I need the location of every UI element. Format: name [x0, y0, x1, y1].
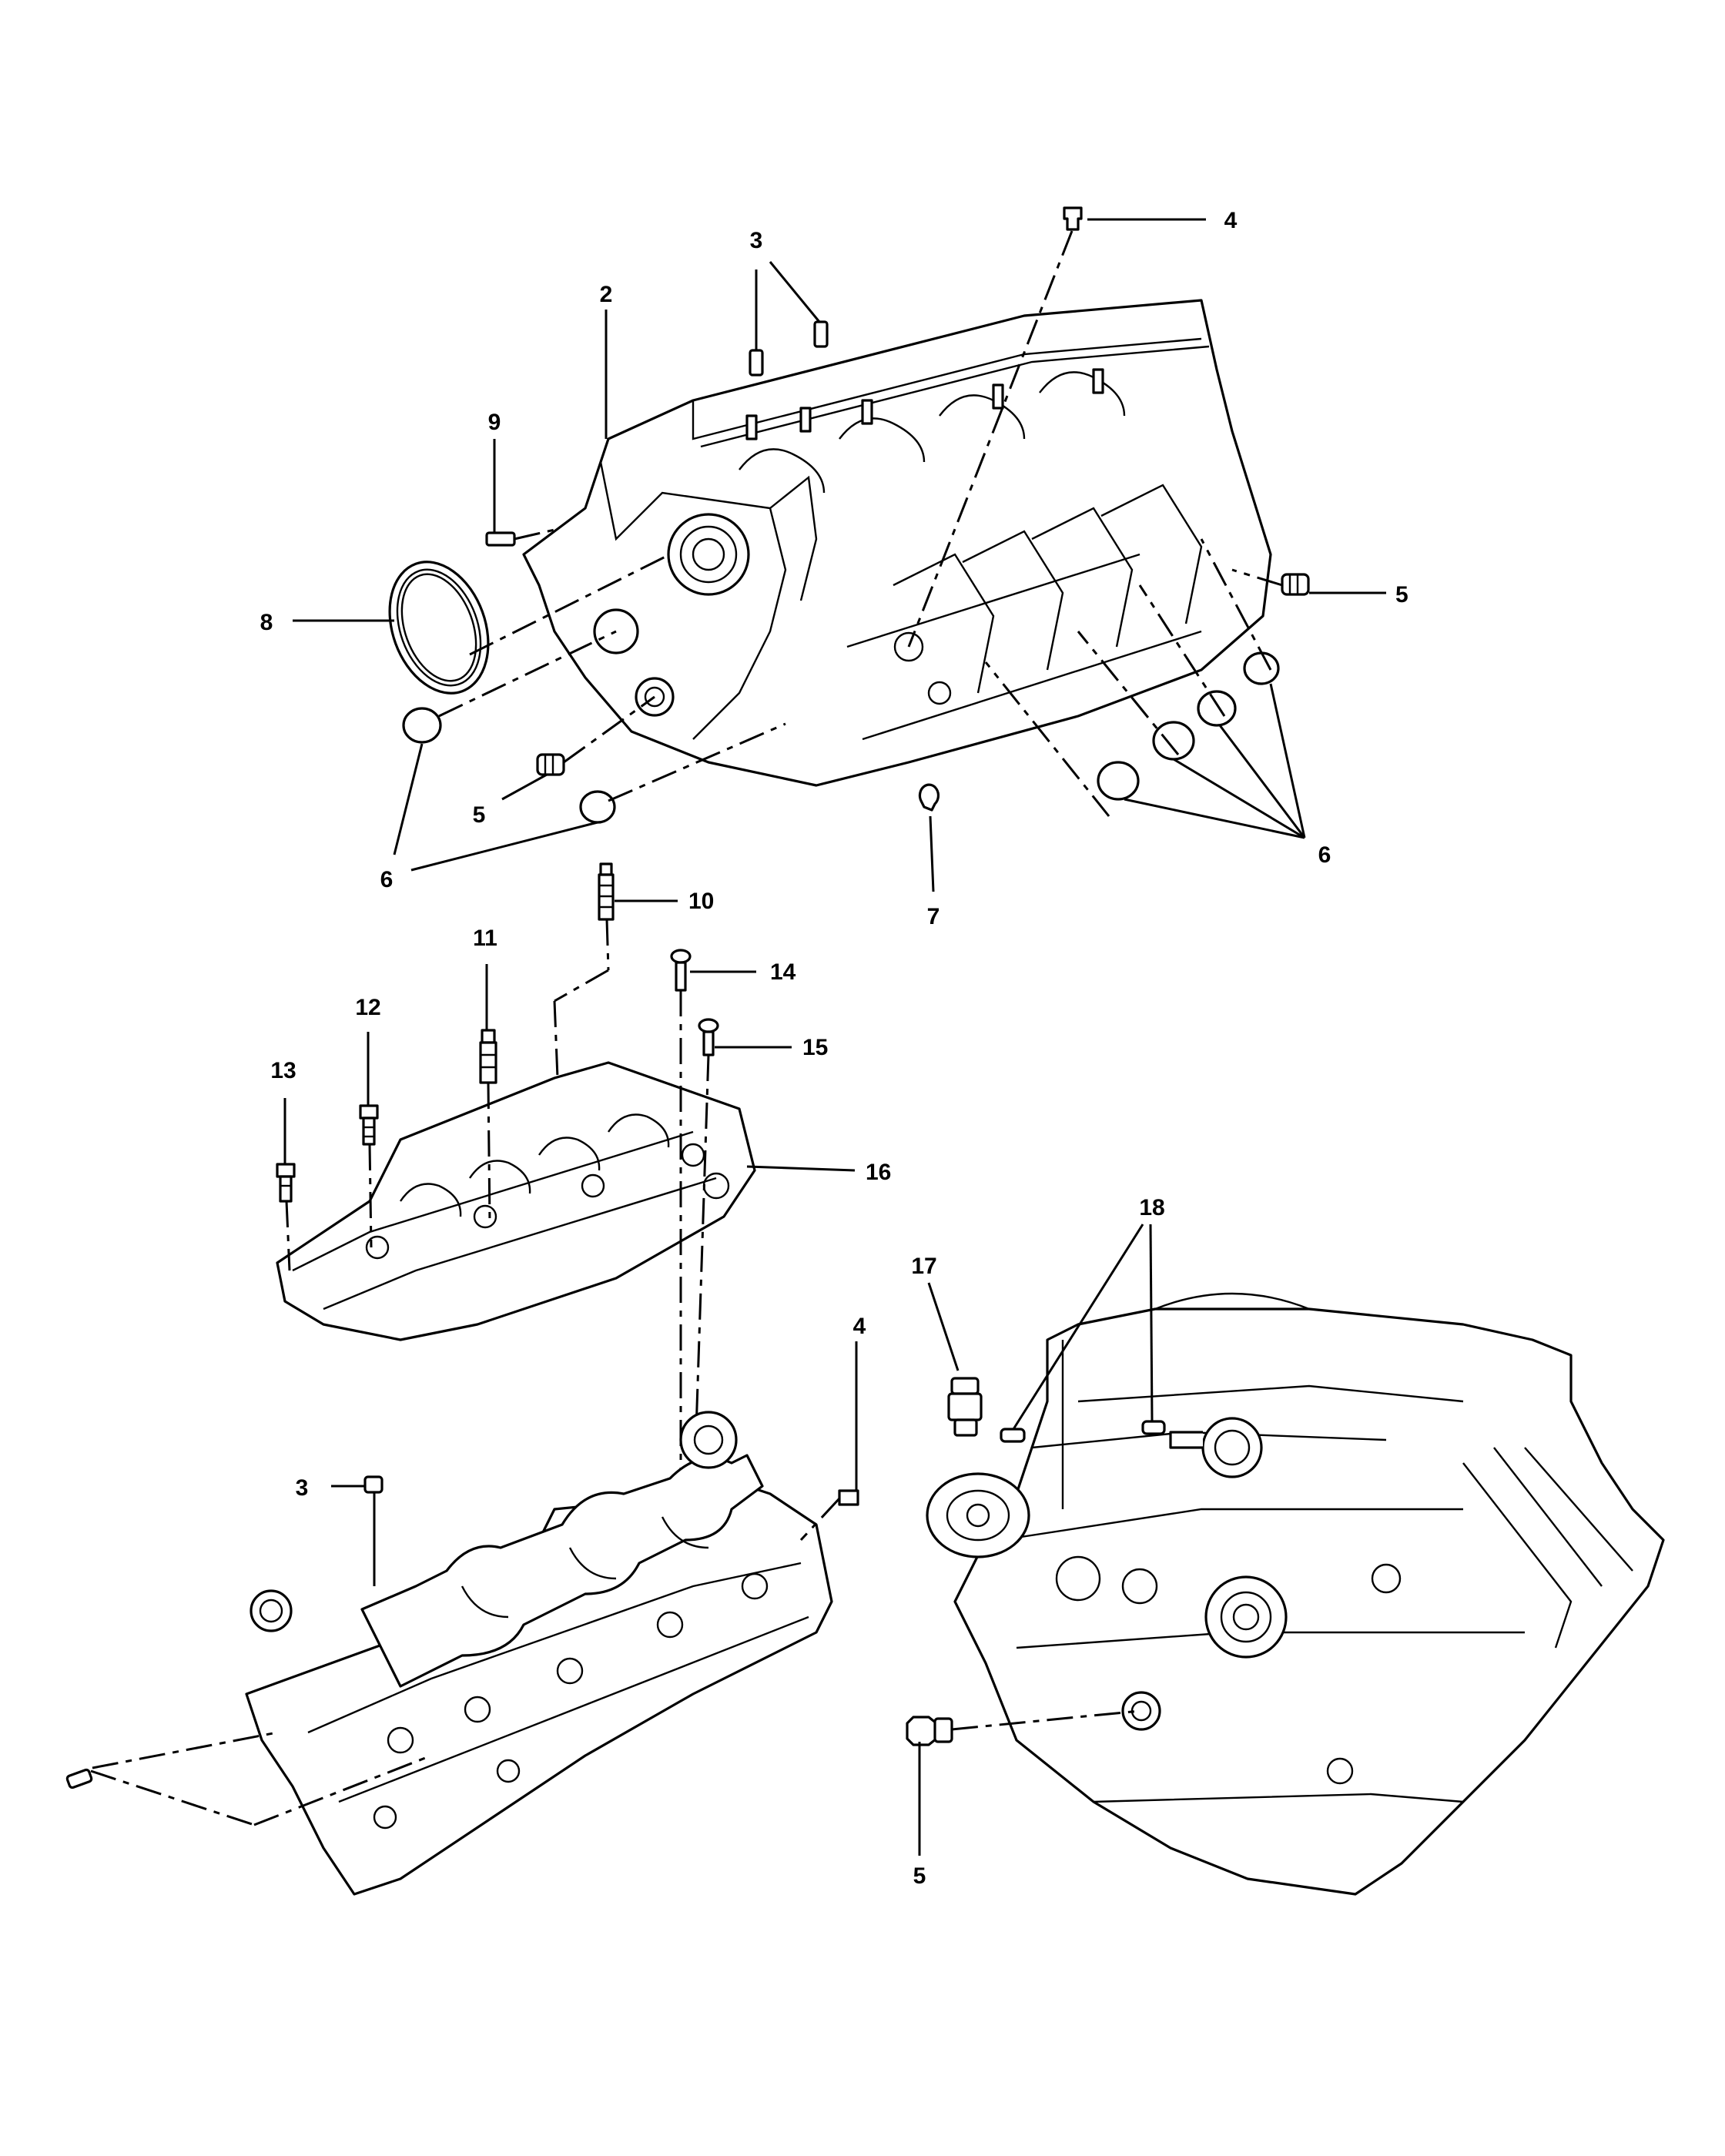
callout-18: 18 [1139, 1195, 1164, 1220]
callout-3-top: 3 [750, 228, 763, 253]
bolt-14 [670, 949, 692, 992]
callout-labels: 2 3 4 5 5 6 6 7 8 9 10 11 12 13 14 15 16… [260, 208, 1408, 1889]
cup-plug-6e [1197, 690, 1237, 727]
pipe-plug-5a [536, 753, 565, 776]
bolt-12 [359, 1104, 379, 1146]
callout-6-left: 6 [380, 867, 394, 892]
lower-block-crank [245, 1411, 833, 1896]
leader-lines-top [293, 218, 1386, 892]
callout-17: 17 [911, 1254, 936, 1279]
callout-2: 2 [600, 282, 613, 307]
callout-8: 8 [260, 610, 273, 635]
callout-16: 16 [866, 1160, 891, 1185]
pipe-plug-5-lower [906, 1716, 953, 1746]
block-rear-view [926, 1292, 1665, 1896]
loose-parts-top [388, 206, 1310, 824]
cup-plug-6d [1152, 721, 1195, 761]
callout-4-top: 4 [1224, 208, 1238, 233]
callout-5-lower: 5 [913, 1863, 926, 1889]
cup-plug-6b [579, 790, 616, 824]
callout-13: 13 [270, 1058, 296, 1083]
rear-main-seal-8 [388, 561, 490, 695]
pipe-plug-5b [1281, 573, 1310, 596]
callout-12: 12 [355, 995, 380, 1020]
dowel-3-lower [363, 1475, 384, 1494]
cup-plug-6f [1243, 651, 1280, 685]
dowel-18a [1000, 1428, 1026, 1443]
plug-4a [1063, 206, 1083, 231]
bedplate-assembly [276, 1061, 756, 1341]
callout-14: 14 [770, 959, 796, 985]
loose-parts-bottom-right [906, 1224, 1166, 1856]
cylinder-block-top [522, 299, 1272, 787]
dowel-pin-3b [813, 320, 829, 348]
bolt-15 [698, 1018, 719, 1056]
callout-5-left: 5 [473, 802, 486, 828]
callout-3-lower: 3 [296, 1475, 309, 1501]
cup-plug-6a [402, 707, 442, 744]
callout-7: 7 [927, 904, 940, 929]
callout-15: 15 [802, 1035, 828, 1060]
loose-parts-bottom-left [65, 1341, 859, 1826]
plug-4-lower [838, 1489, 859, 1506]
callout-9: 9 [488, 410, 501, 435]
callout-11: 11 [473, 926, 497, 951]
bolt-11 [479, 1029, 497, 1084]
callout-4-lower: 4 [853, 1314, 866, 1339]
pin-lower-left [65, 1768, 93, 1789]
callout-5-right: 5 [1395, 582, 1408, 608]
fitting-17 [947, 1377, 983, 1437]
bolt-10 [598, 862, 615, 921]
callout-10: 10 [688, 889, 714, 914]
dowel-pin-3a [749, 349, 764, 377]
cup-plug-6c [1097, 761, 1140, 801]
clip-7 [918, 783, 940, 812]
dowel-18b [1141, 1420, 1166, 1435]
callout-6-right: 6 [1318, 842, 1331, 868]
bolt-13 [276, 1163, 296, 1203]
dowel-pin-9 [485, 531, 516, 547]
